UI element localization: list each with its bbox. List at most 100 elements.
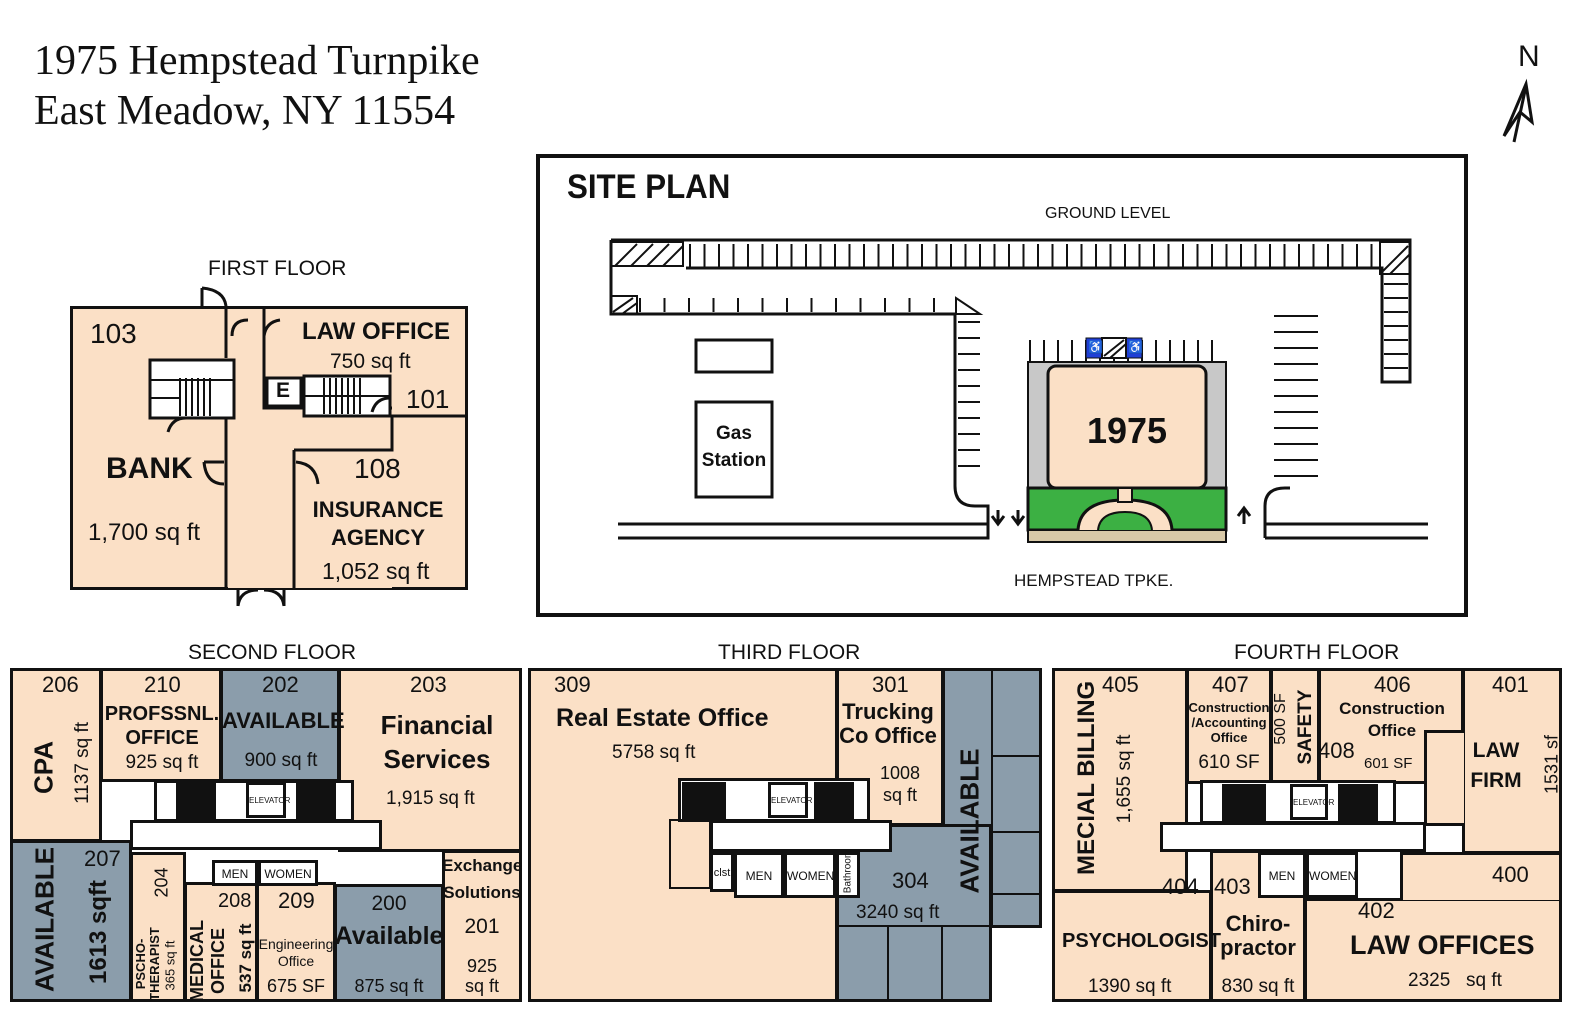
room-210-name-line-1: PROFSSNL. bbox=[104, 703, 220, 725]
room-403-name: Chiro- practor bbox=[1210, 912, 1306, 960]
room-209-number: 209 bbox=[278, 888, 315, 913]
second-floor-label: SECOND FLOOR bbox=[188, 641, 357, 664]
bank-name: BANK bbox=[106, 452, 193, 485]
room-207-number: 207 bbox=[84, 846, 121, 871]
womens-room-4: WOMEN bbox=[1306, 852, 1358, 898]
room-207 bbox=[10, 840, 132, 1002]
stairwell bbox=[814, 782, 854, 820]
third-floor-label: THIRD FLOOR bbox=[718, 641, 861, 664]
room-407-name-line-3: Office bbox=[1210, 730, 1248, 745]
room-301-area-line-1: 1008 bbox=[879, 763, 921, 783]
mens-room-4: MEN bbox=[1258, 852, 1306, 898]
site-plan-title: SITE PLAN bbox=[567, 168, 731, 206]
room-209-name-line-1: Engineering bbox=[258, 936, 334, 952]
room-309-number: 309 bbox=[554, 672, 591, 697]
room-200 bbox=[334, 884, 444, 1002]
room-402-number: 402 bbox=[1358, 898, 1395, 923]
room-405-number: 405 bbox=[1102, 672, 1139, 697]
fourth-floor-label: FOURTH FLOOR bbox=[1234, 641, 1400, 664]
room-206 bbox=[10, 668, 102, 842]
room-202-number: 202 bbox=[262, 672, 299, 697]
safety-area: 500 SF bbox=[1272, 693, 1289, 745]
fourth-floor-corridor bbox=[1160, 822, 1426, 852]
room-405-name: MECIAL BILLING bbox=[1073, 680, 1100, 875]
room-210-name-line-2: OFFICE bbox=[125, 727, 199, 749]
gas-station-line-2: Station bbox=[701, 450, 767, 471]
room-201 bbox=[442, 850, 522, 1002]
room-402-area-1: 2325 bbox=[1408, 970, 1451, 991]
room-401-area: 1531 sf bbox=[1541, 734, 1562, 795]
room-400 bbox=[1400, 852, 1562, 900]
bank-area: 1,700 sq ft bbox=[88, 519, 201, 546]
stairwell bbox=[1222, 784, 1266, 822]
room-201-name-line-2: Solutions bbox=[443, 883, 521, 902]
room-201-number: 201 bbox=[464, 915, 500, 938]
room-406-name: Construction Office bbox=[1330, 698, 1454, 742]
mens-room-2: MEN bbox=[212, 860, 258, 886]
room-401-number: 401 bbox=[1492, 672, 1529, 697]
room-403-name-line-2: practor bbox=[1220, 935, 1296, 960]
room-201-area-line-1: 925 bbox=[466, 956, 498, 976]
room-200-number: 200 bbox=[371, 892, 407, 915]
law-office-name: LAW OFFICE bbox=[302, 318, 450, 345]
womens-room-2: WOMEN bbox=[258, 860, 318, 886]
room-201-name: Exchange Solutions bbox=[442, 852, 522, 906]
room-301-name: Trucking Co Office bbox=[836, 700, 940, 748]
room-203-name-line-2: Services bbox=[383, 744, 491, 774]
insurance-area: 1,052 sq ft bbox=[322, 558, 430, 584]
room-210-area: 925 sq ft bbox=[125, 752, 199, 773]
room-206-number: 206 bbox=[42, 672, 79, 697]
bathroom-3-label: Bathroom bbox=[842, 849, 854, 894]
gas-station-label: Gas Station bbox=[696, 420, 772, 474]
room-209-area: 675 SF bbox=[266, 976, 326, 996]
room-200-area: 875 sq ft bbox=[354, 976, 424, 996]
room-301-area-line-2: sq ft bbox=[882, 785, 917, 805]
room-309-area: 5758 sq ft bbox=[612, 742, 696, 763]
street-label: HEMPSTEAD TPKE. bbox=[1014, 571, 1174, 590]
room-404-name: PSYCHOLOGIST bbox=[1062, 930, 1221, 952]
room-304-number: 304 bbox=[892, 868, 929, 893]
site-plan-frame bbox=[536, 154, 1468, 617]
safety-name: SAFETY bbox=[1295, 689, 1316, 765]
building-number: 1975 bbox=[1086, 410, 1168, 451]
room-301-number: 301 bbox=[872, 672, 909, 697]
safety-room bbox=[1270, 668, 1320, 784]
room-203-number: 203 bbox=[410, 672, 447, 697]
third-floor-corridor bbox=[710, 820, 892, 852]
elevator-4: ELEVATOR bbox=[1290, 784, 1334, 820]
law-office-area: 750 sq ft bbox=[330, 350, 411, 373]
room-401-extension bbox=[1424, 730, 1464, 826]
address-block: 1975 Hempstead Turnpike East Meadow, NY … bbox=[34, 36, 480, 136]
mens-room-3: MEN bbox=[734, 852, 784, 898]
room-402 bbox=[1304, 898, 1562, 1002]
room-403-number: 403 bbox=[1214, 874, 1251, 899]
room-405-area: 1,655 sq ft bbox=[1114, 734, 1135, 824]
room-301-area: 1008 sq ft bbox=[860, 762, 940, 806]
north-label: N bbox=[1518, 40, 1540, 73]
room-201-area-line-2: sq ft bbox=[464, 976, 499, 996]
room-309-name: Real Estate Office bbox=[556, 704, 769, 732]
room-210-number: 210 bbox=[144, 672, 181, 697]
room-401 bbox=[1462, 668, 1562, 854]
room-405 bbox=[1052, 668, 1188, 892]
room-403-area: 830 sq ft bbox=[1221, 976, 1295, 997]
room-208-number: 208 bbox=[218, 890, 252, 912]
address-line-1: 1975 Hempstead Turnpike bbox=[34, 38, 480, 84]
room-407-name-line-1: Construction bbox=[1188, 700, 1270, 715]
insurance-name-line-2: AGENCY bbox=[330, 525, 426, 550]
room-400-number: 400 bbox=[1492, 862, 1529, 887]
room-407 bbox=[1186, 668, 1272, 784]
room-402-area-2: sq ft bbox=[1466, 970, 1502, 991]
room-404-area: 1390 sq ft bbox=[1088, 976, 1172, 997]
room-304-area: 3240 sq ft bbox=[856, 902, 940, 923]
room-406-name-line-2: Office bbox=[1367, 721, 1417, 740]
room-407-area: 610 SF bbox=[1198, 752, 1260, 773]
insurance-number: 108 bbox=[354, 453, 401, 484]
room-403-name-line-1: Chiro- bbox=[1225, 911, 1291, 936]
room-404-number: 404 bbox=[1162, 874, 1199, 899]
ada-icon: ♿ bbox=[1088, 340, 1103, 354]
elevator-2: ELEVATOR bbox=[246, 782, 290, 818]
room-401-name-line-1: LAW bbox=[1472, 739, 1520, 762]
